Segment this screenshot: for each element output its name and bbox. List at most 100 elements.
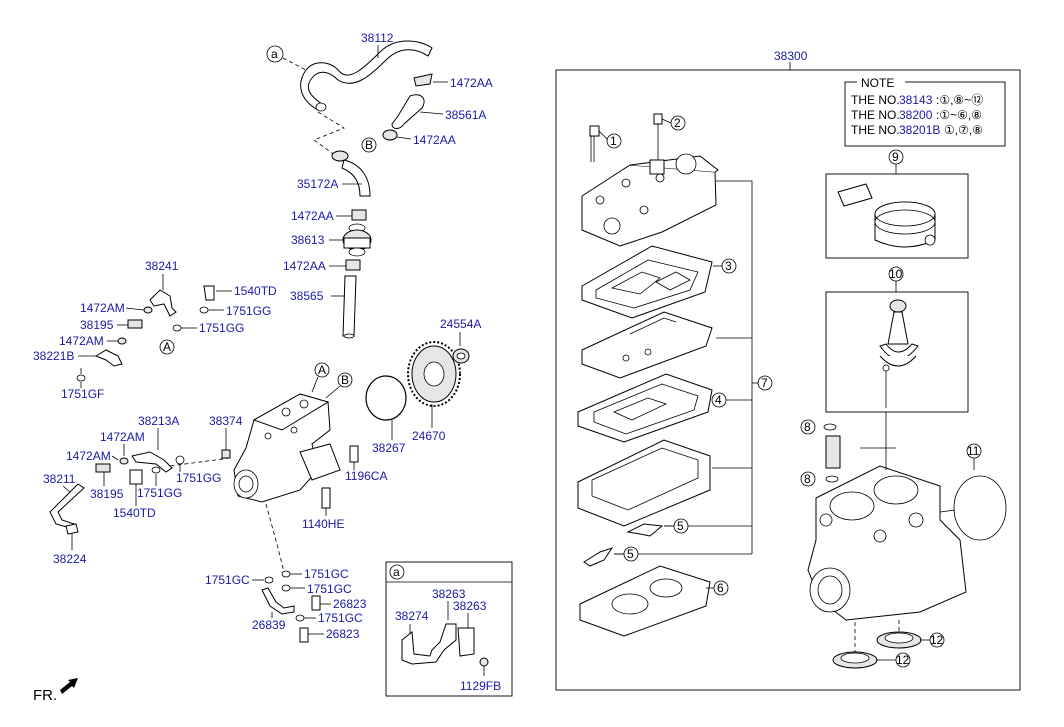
callout-6[interactable]: 6 [713, 580, 729, 596]
callout-11[interactable]: 11 [966, 443, 982, 459]
label-1196ca[interactable]: 1196CA [345, 469, 387, 483]
label-26823-2[interactable]: 26823 [326, 627, 360, 641]
label-38211[interactable]: 38211 [43, 472, 76, 486]
label-38300[interactable]: 38300 [774, 49, 808, 63]
note-38200[interactable]: 38200 [899, 108, 933, 122]
valve-plate-gasket-3 [581, 245, 713, 319]
svg-text::①,⑧~⑫: :①,⑧~⑫ [936, 93, 983, 107]
cylinder-head [581, 153, 719, 247]
label-1472am-2[interactable]: 1472AM [59, 334, 104, 348]
valve-plate [581, 311, 713, 379]
label-1129fb[interactable]: 1129FB [460, 679, 501, 693]
callout-5a[interactable]: 5 [673, 518, 689, 534]
callout-3[interactable]: 3 [721, 258, 737, 274]
clamp-1472aa-4 [345, 259, 361, 271]
label-1472aa-3[interactable]: 1472AA [291, 209, 334, 223]
label-1540td-1[interactable]: 1540TD [234, 284, 277, 298]
front-label: FR. [33, 687, 57, 704]
label-38263-2[interactable]: 38263 [453, 599, 487, 613]
label-38213a[interactable]: 38213A [138, 414, 179, 428]
label-1751gg-3[interactable]: 1751GG [176, 471, 221, 485]
svg-text:7: 7 [761, 376, 768, 390]
label-26839[interactable]: 26839 [252, 618, 286, 632]
label-38195-2[interactable]: 38195 [90, 487, 124, 501]
label-1472am-1[interactable]: 1472AM [80, 301, 125, 315]
label-38195-1[interactable]: 38195 [80, 318, 114, 332]
callout-9[interactable]: 9 [888, 149, 904, 165]
label-1751gg-1[interactable]: 1751GG [226, 304, 271, 318]
label-38565[interactable]: 38565 [290, 289, 324, 303]
fitting-38374 [221, 449, 231, 459]
assembly-frame [555, 69, 1021, 691]
callout-12a[interactable]: 12 [929, 632, 945, 648]
svg-text:5: 5 [627, 547, 634, 561]
reed-valve-5b [583, 547, 614, 567]
callout-5b[interactable]: 5 [623, 546, 639, 562]
tube-38195-2 [95, 463, 111, 473]
front-arrow-icon [60, 678, 78, 694]
callout-8a[interactable]: 8 [800, 419, 816, 435]
label-38224[interactable]: 38224 [53, 552, 87, 566]
label-24670[interactable]: 24670 [412, 429, 446, 443]
svg-text:3: 3 [725, 259, 732, 273]
label-1751gf[interactable]: 1751GF [61, 387, 104, 401]
svg-text:2: 2 [674, 116, 681, 130]
ref-b-top[interactable]: B [361, 137, 377, 153]
label-1472am-4[interactable]: 1472AM [66, 449, 111, 463]
hose-38561a [391, 94, 425, 129]
svg-text:①,⑦,⑧: ①,⑦,⑧ [944, 123, 983, 137]
label-1472am-3[interactable]: 1472AM [100, 430, 145, 444]
label-1540td-2[interactable]: 1540TD [113, 506, 156, 520]
ref-a-left[interactable]: A [159, 339, 175, 355]
label-1751gc-4[interactable]: 1751GC [318, 611, 363, 625]
pipe-26839 [261, 587, 295, 615]
hose-35172a [341, 159, 371, 197]
ref-b-mid[interactable]: B [337, 372, 353, 388]
callout-1[interactable]: 1 [606, 133, 622, 149]
label-1472aa-1[interactable]: 1472AA [450, 76, 493, 90]
bolt-1540td-1 [203, 285, 215, 301]
label-38241[interactable]: 38241 [145, 259, 179, 273]
label-1751gc-3[interactable]: 1751GC [307, 582, 352, 596]
label-38561a[interactable]: 38561A [445, 108, 486, 122]
callout-2[interactable]: 2 [670, 115, 686, 131]
clamp-1472aa-2 [382, 129, 398, 141]
label-38274[interactable]: 38274 [395, 609, 429, 623]
svg-text::①~⑥,⑧: :①~⑥,⑧ [936, 108, 982, 122]
note-38201b[interactable]: 38201B [899, 123, 940, 137]
label-1751gg-2[interactable]: 1751GG [199, 321, 244, 335]
callout-10[interactable]: 10 [888, 266, 904, 282]
label-38112[interactable]: 38112 [361, 31, 394, 45]
piston-group: 9 [825, 149, 969, 259]
label-38267[interactable]: 38267 [372, 441, 406, 455]
label-38374[interactable]: 38374 [209, 414, 243, 428]
callout-12b[interactable]: 12 [895, 652, 911, 668]
label-1472aa-2[interactable]: 1472AA [413, 133, 456, 147]
svg-text:8: 8 [804, 472, 811, 486]
hose-38565 [342, 275, 357, 337]
label-1751gc-1[interactable]: 1751GC [205, 573, 250, 587]
label-26823-1[interactable]: 26823 [333, 597, 367, 611]
callout-4[interactable]: 4 [711, 392, 727, 408]
svg-text:10: 10 [889, 267, 903, 281]
label-38221b[interactable]: 38221B [33, 349, 74, 363]
label-1751gc-2[interactable]: 1751GC [304, 567, 349, 581]
callout-8b[interactable]: 8 [800, 471, 816, 487]
ref-a-mid[interactable]: A [314, 362, 330, 378]
label-1751gg-4[interactable]: 1751GG [137, 486, 182, 500]
o-ring-38267 [365, 375, 407, 421]
label-38613[interactable]: 38613 [291, 233, 325, 247]
label-1472aa-4[interactable]: 1472AA [283, 259, 326, 273]
callout-7[interactable]: 7 [757, 375, 773, 391]
note-38143[interactable]: 38143 [899, 93, 933, 107]
svg-text:12: 12 [930, 633, 944, 647]
label-35172a[interactable]: 35172A [297, 177, 338, 191]
label-24554a[interactable]: 24554A [440, 317, 481, 331]
bolt-1140he [321, 487, 331, 509]
label-38263-1[interactable]: 38263 [432, 587, 466, 601]
label-1140he[interactable]: 1140HE [302, 517, 344, 531]
ref-a-top[interactable]: a [266, 45, 284, 63]
svg-text:THE NO.: THE NO. [851, 108, 900, 122]
pipe-38213a [131, 451, 173, 473]
